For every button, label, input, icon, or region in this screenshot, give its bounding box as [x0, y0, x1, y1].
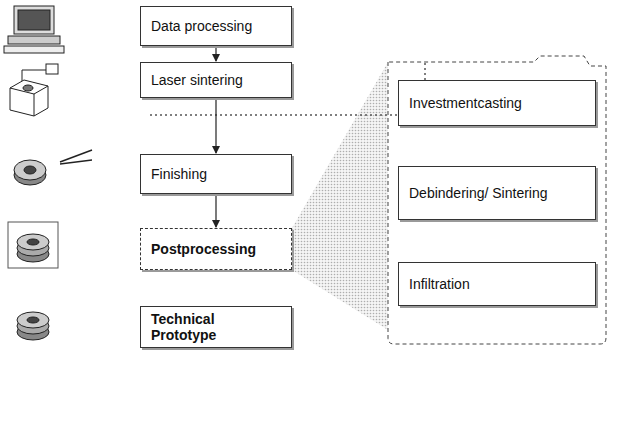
projection-shade: [292, 62, 388, 330]
method-box: Investmentcasting: [398, 80, 596, 126]
process-box: Laser sintering: [140, 62, 292, 98]
box-label: Technical Prototype: [151, 311, 281, 343]
icon-frame: [8, 222, 58, 268]
box-label: Data processing: [151, 18, 281, 34]
box-label: Laser sintering: [151, 72, 281, 88]
result-box: Technical Prototype: [140, 306, 292, 348]
box-label: Infiltration: [409, 276, 585, 292]
part-icon: [14, 160, 46, 185]
laser-machine-icon: [10, 64, 58, 116]
dotted-link: [150, 114, 425, 116]
tweezers-icon: [60, 150, 92, 164]
group-frame: [388, 56, 606, 344]
box-label: Investmentcasting: [409, 95, 585, 111]
process-box: Finishing: [140, 154, 292, 194]
flow-arrow: [215, 100, 216, 153]
flow-arrow: [215, 196, 216, 227]
box-label: Postprocessing: [151, 241, 281, 257]
method-box: Infiltration: [398, 262, 596, 306]
process-box: Postprocessing: [140, 228, 292, 270]
flow-arrow: [215, 48, 216, 61]
method-box: Debindering/ Sintering: [398, 166, 596, 220]
computer-icon: [4, 6, 64, 53]
box-label: Debindering/ Sintering: [409, 185, 585, 201]
box-label: Finishing: [151, 166, 281, 182]
part-icon: [17, 312, 49, 340]
part-icon: [17, 234, 49, 262]
process-box: Data processing: [140, 6, 292, 46]
